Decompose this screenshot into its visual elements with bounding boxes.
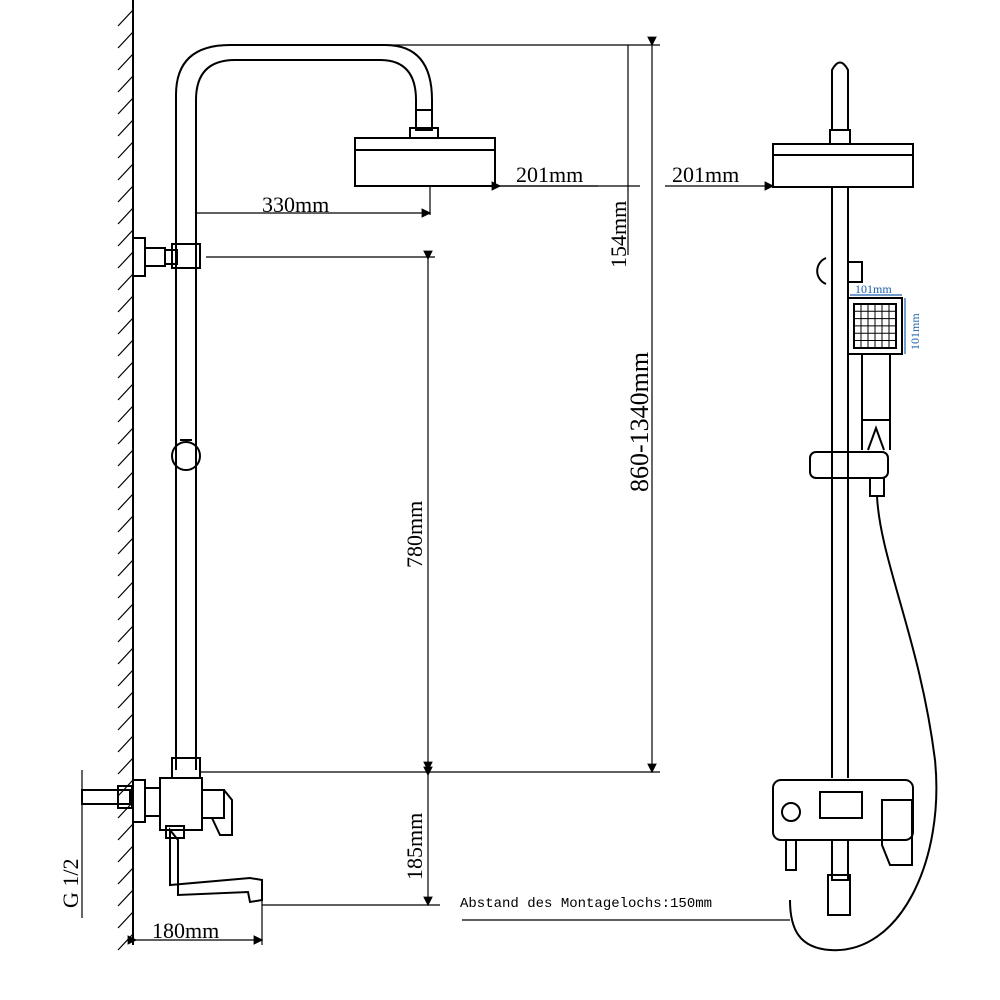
front-labels: 201mm 101mm 101mm Abstand des Montageloc… (460, 162, 922, 912)
side-view-dimensions (81, 36, 660, 945)
dim-mixer-height: 185mm (402, 813, 427, 880)
dim-bar-length: 780mm (402, 501, 427, 568)
dim-arm-reach: 330mm (262, 192, 329, 217)
dim-hand-shower-width: 101mm (855, 282, 892, 296)
dim-head-width-side: 201mm (516, 162, 583, 187)
dim-thread: G 1/2 (58, 859, 83, 909)
side-view-shower (81, 44, 496, 904)
mounting-hole-note: Abstand des Montagelochs:150mm (460, 896, 712, 912)
front-view-dimensions (462, 181, 906, 921)
hand-shower-nozzle-grid (853, 303, 897, 349)
side-labels: 201mm 330mm 154mm 860-1340mm 780mm 185mm… (58, 162, 654, 943)
dim-head-drop: 154mm (606, 201, 631, 268)
dim-spout-reach: 180mm (152, 918, 219, 943)
front-view-shower (772, 61, 938, 952)
dim-hand-shower-height: 101mm (908, 313, 922, 350)
dim-head-width-front: 201mm (672, 162, 739, 187)
dim-height-range: 860-1340mm (625, 352, 654, 492)
